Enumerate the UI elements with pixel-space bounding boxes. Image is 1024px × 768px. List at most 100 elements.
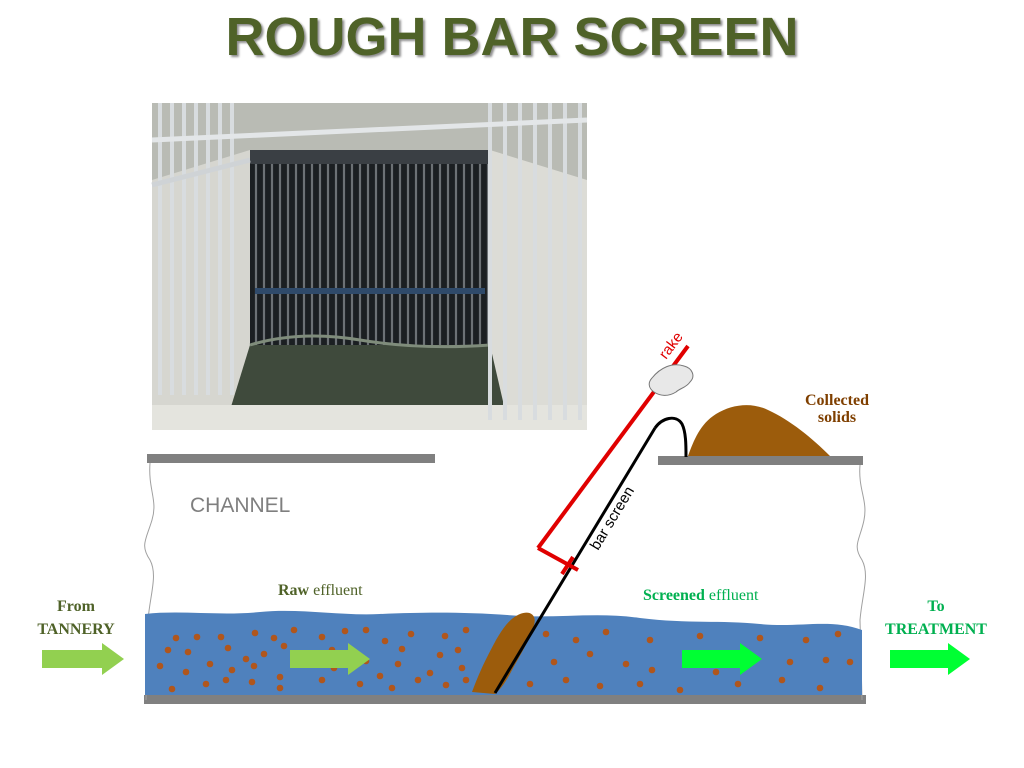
solid-particle: [381, 637, 389, 645]
solid-particle: [712, 668, 720, 676]
raw-effluent-word: effluent: [309, 582, 363, 599]
channel-left-edge: [144, 462, 155, 701]
rake-hand: [648, 364, 694, 396]
solid-particle: [834, 630, 842, 638]
solid-particle: [816, 684, 824, 692]
solid-particle: [224, 644, 232, 652]
channel-label: CHANNEL: [190, 494, 290, 517]
solid-particle: [622, 660, 630, 668]
solid-particle: [646, 636, 654, 644]
solid-particle: [251, 629, 259, 637]
screened-effluent-word: effluent: [705, 587, 759, 604]
raw-effluent-label: Raw effluent: [278, 582, 363, 599]
solid-particle: [156, 662, 164, 670]
solid-particle: [407, 630, 415, 638]
solid-particle: [542, 630, 550, 638]
solid-particle: [388, 684, 396, 692]
solid-particle: [562, 676, 570, 684]
solid-particle: [454, 646, 462, 654]
solid-particle: [778, 676, 786, 684]
right-top-wall: [658, 456, 863, 465]
solid-particle: [526, 680, 534, 688]
solid-particle: [290, 626, 298, 634]
solid-particle: [222, 676, 230, 684]
trapped-sludge: [472, 612, 535, 694]
screened-word: Screened: [643, 587, 705, 604]
solid-particles: [156, 626, 854, 694]
arrow-screened-effluent: [682, 643, 762, 675]
solid-particle: [362, 626, 370, 634]
solid-particle: [318, 633, 326, 641]
solid-particle: [376, 672, 384, 680]
solid-particle: [228, 666, 236, 674]
left-top-wall: [147, 454, 435, 463]
solid-particle: [734, 680, 742, 688]
channel-right-edge: [856, 464, 866, 701]
solid-particle: [462, 626, 470, 634]
solid-particle: [822, 656, 830, 664]
solid-particle: [426, 669, 434, 677]
collected-solids-label-2: solids: [818, 409, 856, 426]
solid-particle: [217, 633, 225, 641]
arrow-to-treatment: [890, 643, 970, 675]
solid-particle: [696, 632, 704, 640]
solid-particle: [786, 658, 794, 666]
solid-particle: [596, 682, 604, 690]
solid-particle: [341, 627, 349, 635]
solid-particle: [280, 642, 288, 650]
solid-particle: [248, 678, 256, 686]
collected-solids-pile: [688, 405, 830, 456]
solid-particle: [550, 658, 558, 666]
solid-particle: [184, 648, 192, 656]
solid-particle: [202, 680, 210, 688]
arrow-raw-effluent: [290, 643, 370, 675]
solid-particle: [276, 673, 284, 681]
solid-particle: [676, 686, 684, 694]
from-label-2: TANNERY: [37, 621, 115, 638]
solid-particle: [164, 646, 172, 654]
solid-particle: [648, 666, 656, 674]
solid-particle: [168, 685, 176, 693]
solid-particle: [462, 676, 470, 684]
raw-word: Raw: [278, 582, 310, 599]
solid-particle: [260, 650, 268, 658]
solid-particle: [270, 634, 278, 642]
solid-particle: [394, 660, 402, 668]
solid-particle: [206, 660, 214, 668]
rake: [536, 344, 694, 576]
page-title: ROUGH BAR SCREEN: [225, 7, 799, 67]
screened-effluent-label: Screened effluent: [643, 587, 759, 604]
rake-label: rake: [656, 329, 687, 363]
solid-particle: [436, 651, 444, 659]
arrow-from-tannery: [42, 643, 124, 675]
solid-particle: [441, 632, 449, 640]
solid-particle: [250, 662, 258, 670]
channel-floor: [144, 695, 866, 704]
solid-particle: [636, 680, 644, 688]
solid-particle: [276, 684, 284, 692]
solid-particle: [193, 633, 201, 641]
solid-particle: [442, 681, 450, 689]
bar-screen-photo: [151, 103, 588, 430]
solid-particle: [356, 680, 364, 688]
solid-particle: [318, 676, 326, 684]
from-label-1: From: [57, 598, 96, 615]
solid-particle: [802, 636, 810, 644]
bar-screen-line: [493, 427, 657, 694]
solid-particle: [602, 628, 610, 636]
solid-particle: [756, 634, 764, 642]
solid-particle: [172, 634, 180, 642]
solid-particle: [414, 676, 422, 684]
solid-particle: [182, 668, 190, 676]
solid-particle: [572, 636, 580, 644]
solid-particle: [586, 650, 594, 658]
to-label-1: To: [927, 598, 944, 615]
solid-particle: [242, 655, 250, 663]
collected-solids-label-1: Collected: [805, 392, 869, 409]
bar-screen-label: bar screen: [587, 484, 638, 554]
solid-particle: [846, 658, 854, 666]
solid-particle: [398, 645, 406, 653]
bar-screen-hook: [653, 416, 688, 458]
to-label-2: TREATMENT: [885, 621, 987, 638]
